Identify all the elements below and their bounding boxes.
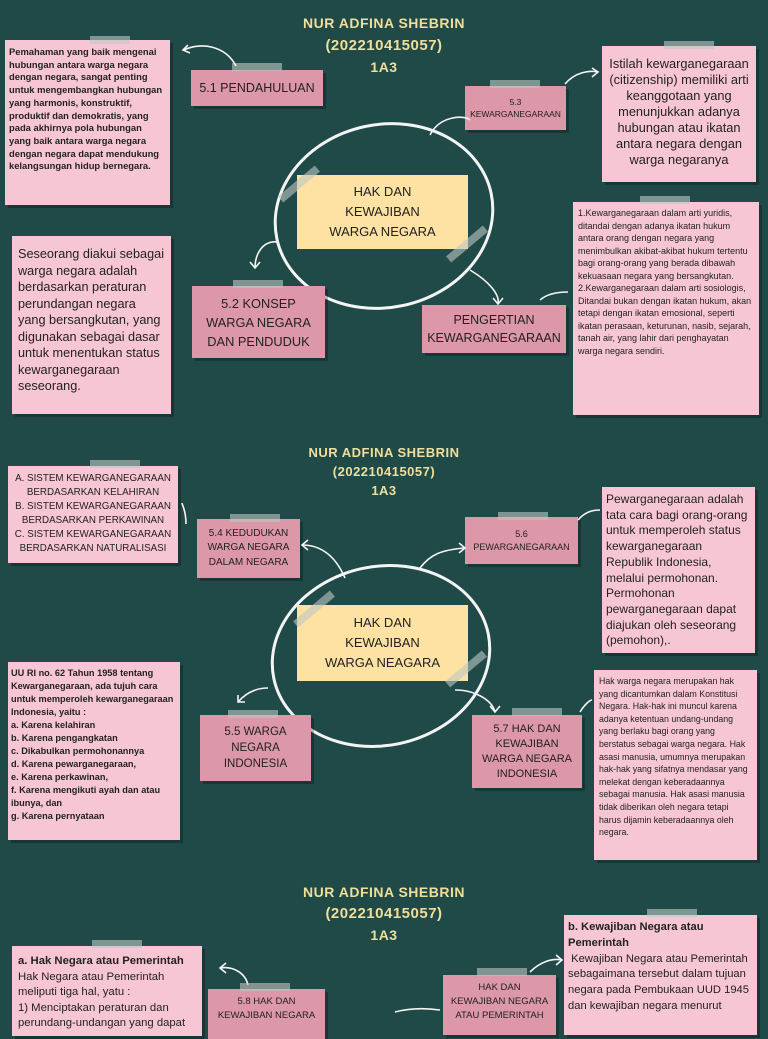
note-hak-negara-title: a. Hak Negara atau Pemerintah	[18, 955, 184, 967]
note-kewajiban-negara: b. Kewajiban Negara atau Pemerintah Kewa…	[564, 915, 757, 1035]
note-sistem: A. SISTEM KEWARGANEGARAAN BERDASARKAN KE…	[8, 466, 178, 563]
tape-decoration	[647, 909, 697, 917]
label-hak-pemerintah: HAK DAN KEWAJIBAN NEGARA ATAU PEMERINTAH	[443, 975, 556, 1035]
tape-decoration	[230, 514, 280, 522]
label-pengertian: PENGERTIAN KEWARGANEGARAAN	[422, 305, 566, 353]
label-kedudukan: 5.4 KEDUDUKAN WARGA NEGARA DALAM NEGARA	[197, 519, 300, 578]
tape-decoration	[664, 41, 714, 49]
tape-decoration	[512, 708, 562, 716]
author-name: NUR ADFINA SHEBRIN	[303, 15, 465, 31]
tape-decoration	[90, 36, 130, 44]
tape-decoration	[640, 196, 690, 204]
note-hak-negara-body: Hak Negara atau Pemerintah meliputi tiga…	[18, 970, 186, 1030]
label-pewarganegaraan: 5.6 PEWARGANEGARAAN	[465, 517, 578, 564]
arrow-icon	[181, 44, 600, 306]
note-kewarganegaraan: Istilah kewarganegaraan (citizenship) me…	[602, 46, 756, 182]
tape-decoration	[232, 63, 282, 71]
author-id: (202210415057)	[325, 37, 443, 54]
note-warga-negara: Seseorang diakui sebagai warga negara ad…	[12, 236, 171, 414]
center-title: HAK DAN KEWAJIBAN WARGA NEGARA	[297, 175, 468, 249]
note-kewajiban-negara-title: b. Kewajiban Negara atau Pemerintah	[568, 921, 704, 949]
note-kewajiban-negara-body: Kewajiban Negara atau Pemerintah sebagai…	[568, 952, 753, 1012]
tape-decoration	[477, 968, 527, 976]
tape-decoration	[233, 280, 283, 288]
tape-decoration	[240, 983, 290, 991]
tape-decoration	[90, 460, 140, 468]
author-class-3: 1A3	[370, 927, 398, 943]
label-warga-indonesia: 5.5 WARGA NEGARA INDONESIA	[200, 715, 311, 781]
intro-note: Pemahaman yang baik mengenai hubungan an…	[5, 40, 170, 205]
author-class: 1A3	[370, 59, 398, 75]
author-class-2: 1A3	[371, 483, 397, 498]
tape-decoration	[92, 940, 142, 948]
note-pengertian: 1.Kewarganegaraan dalam arti yuridis, di…	[573, 202, 759, 415]
author-id-3: (202210415057)	[325, 905, 443, 922]
tape-decoration	[228, 710, 278, 718]
note-pewarganegaraan: Pewarganegaraan adalah tata cara bagi or…	[602, 487, 755, 653]
note-hak-kewajiban-wni: Hak warga negara merupakan hak yang dica…	[594, 670, 757, 860]
label-pendahuluan: 5.1 PENDAHULUAN	[191, 70, 323, 106]
note-hak-negara: a. Hak Negara atau Pemerintah Hak Negara…	[12, 946, 202, 1036]
center-title-2: HAK DAN KEWAJIBAN WARGA NEAGARA	[297, 605, 468, 681]
label-hak-kewajiban-negara: 5.8 HAK DAN KEWAJIBAN NEGARA	[208, 989, 325, 1039]
label-kewarganegaraan: 5.3 KEWARGANEGARAAN	[465, 86, 566, 130]
author-name-3: NUR ADFINA SHEBRIN	[303, 884, 465, 900]
label-konsep-warga: 5.2 KONSEP WARGA NEGARA DAN PENDUDUK	[192, 286, 325, 358]
author-name-2: NUR ADFINA SHEBRIN	[308, 445, 460, 460]
tape-decoration	[498, 512, 548, 520]
note-warga-indonesia: UU RI no. 62 Tahun 1958 tentang Kewargan…	[8, 662, 180, 840]
label-hak-kewajiban-wni: 5.7 HAK DAN KEWAJIBAN WARGA NEGARA INDON…	[472, 715, 582, 788]
tape-decoration	[490, 80, 540, 88]
author-id-2: (202210415057)	[332, 464, 436, 479]
